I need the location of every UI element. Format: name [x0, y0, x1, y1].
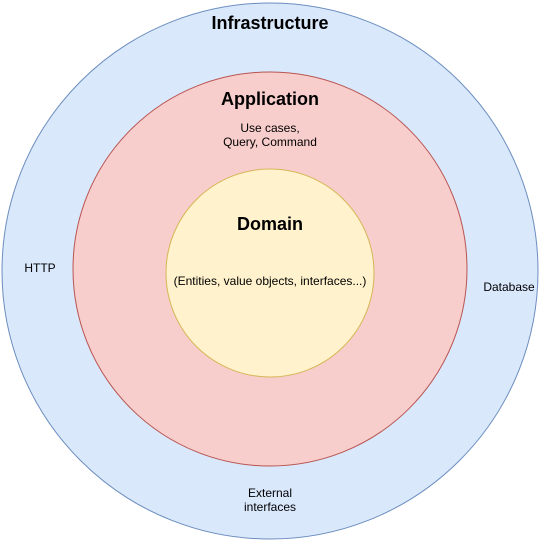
domain-ring: [165, 168, 375, 378]
external-interfaces-label: External interfaces: [243, 486, 297, 514]
application-title: Application: [221, 89, 319, 109]
database-label: Database: [483, 280, 535, 294]
http-label: HTTP: [24, 261, 56, 275]
domain-subtitle: (Entities, value objects, interfaces...): [173, 274, 367, 288]
infrastructure-title: Infrastructure: [211, 13, 329, 33]
application-subtitle: Use cases, Query, Command: [223, 121, 317, 149]
domain-title: Domain: [236, 214, 303, 234]
